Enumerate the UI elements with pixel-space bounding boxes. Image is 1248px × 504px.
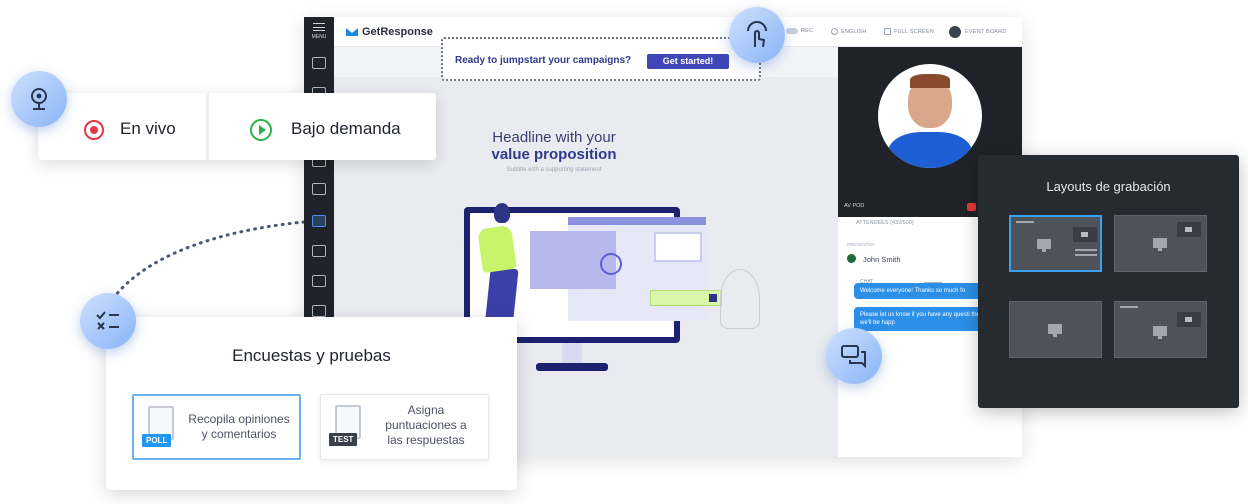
poll-tool-icon[interactable] bbox=[312, 215, 326, 227]
illustration-card bbox=[654, 232, 702, 262]
rec-label: REC bbox=[801, 28, 814, 34]
subtitle: Subtitle with a supporting statement bbox=[506, 167, 602, 173]
person-body bbox=[477, 224, 517, 274]
person-head bbox=[494, 203, 510, 223]
hamburger-icon bbox=[313, 23, 325, 31]
play-icon bbox=[250, 119, 272, 141]
on-demand-label: Bajo demanda bbox=[291, 119, 401, 138]
screen-icon bbox=[1153, 238, 1167, 251]
headline: Headline with your value proposition bbox=[454, 129, 654, 163]
recording-layouts-title: Layouts de grabación bbox=[1046, 179, 1171, 194]
presenter-avatar bbox=[847, 254, 856, 263]
broadcast-icon[interactable] bbox=[312, 305, 326, 317]
menu-button[interactable]: MENU bbox=[304, 23, 334, 40]
get-started-button[interactable]: Get started! bbox=[647, 54, 729, 69]
logo-text: GetResponse bbox=[362, 26, 433, 38]
poll-text-line2: y comentarios bbox=[201, 427, 277, 441]
poll-text-line1: Recopila opiniones bbox=[188, 412, 290, 426]
touch-badge bbox=[729, 7, 785, 63]
checklist-icon bbox=[96, 311, 119, 330]
camera-icon bbox=[1073, 227, 1097, 242]
fullscreen-button[interactable]: FULL SCREEN bbox=[884, 28, 934, 35]
chat-label[interactable]: CHAT bbox=[860, 279, 874, 285]
poll-tag: POLL bbox=[142, 434, 172, 447]
rec-toggle[interactable]: REC bbox=[786, 28, 813, 34]
layout-option-full[interactable] bbox=[1114, 301, 1207, 358]
video-icon[interactable] bbox=[312, 57, 326, 69]
divider bbox=[206, 93, 209, 160]
broadcast-mode-card: En vivo Bajo demanda bbox=[38, 93, 436, 160]
illustration-green-card bbox=[650, 290, 722, 306]
language-label: ENGLISH bbox=[841, 28, 867, 35]
layout-option-presentation-cam-corner[interactable] bbox=[1114, 215, 1207, 272]
presenter-photo bbox=[878, 64, 982, 168]
polls-title: Encuestas y pruebas bbox=[232, 346, 391, 365]
headline-line1: Headline with your bbox=[492, 129, 616, 146]
event-board-button[interactable]: EVENT BOARD bbox=[949, 26, 1007, 38]
headline-line2: value proposition bbox=[491, 146, 617, 163]
avatar bbox=[949, 26, 961, 38]
screen-icon bbox=[1048, 324, 1062, 337]
test-tag: TEST bbox=[329, 433, 358, 446]
monitor-base bbox=[536, 363, 608, 371]
menu-label: MENU bbox=[311, 34, 327, 40]
test-option[interactable]: TEST Asigna puntuaciones a las respuesta… bbox=[320, 394, 489, 460]
screen-icon bbox=[1037, 239, 1051, 252]
attendees-count[interactable]: ATTENDEES (432/500) bbox=[856, 220, 914, 226]
banner-text: Ready to jumpstart your campaigns? bbox=[455, 55, 632, 66]
fullscreen-icon bbox=[884, 28, 891, 35]
test-text-line2: puntuaciones a bbox=[385, 418, 467, 432]
test-text-line3: las respuestas bbox=[387, 433, 465, 447]
language-selector[interactable]: ENGLISH bbox=[831, 28, 867, 35]
layout-option-presentation-camera[interactable] bbox=[1009, 215, 1102, 272]
globe-small-icon bbox=[831, 28, 838, 35]
webcam-icon bbox=[31, 88, 47, 110]
monitor-stand bbox=[562, 343, 582, 367]
record-icon[interactable] bbox=[967, 203, 976, 211]
av-pod-label: AV POD bbox=[844, 203, 865, 209]
poll-option[interactable]: POLL Recopila opiniones y comentarios bbox=[132, 394, 301, 460]
live-record-icon bbox=[84, 120, 104, 140]
toggle-icon bbox=[786, 28, 798, 34]
chat-badge bbox=[826, 328, 882, 384]
play-video-icon[interactable] bbox=[312, 183, 326, 195]
getresponse-logo: GetResponse bbox=[346, 26, 433, 38]
webcam-badge bbox=[11, 71, 67, 127]
test-text-line1: Asigna bbox=[407, 403, 445, 417]
fullscreen-label: FULL SCREEN bbox=[894, 28, 934, 35]
live-label: En vivo bbox=[120, 119, 176, 138]
recording-layouts-card: Layouts de grabación bbox=[978, 155, 1239, 408]
screen-icon bbox=[1153, 326, 1167, 339]
layout-option-presentation-only[interactable] bbox=[1009, 301, 1102, 358]
presenters-label: PRESENTER bbox=[847, 242, 875, 247]
cta-banner: Ready to jumpstart your campaigns? Get s… bbox=[441, 37, 761, 81]
chat-bubbles-icon bbox=[841, 345, 866, 369]
illustration-circle bbox=[600, 253, 622, 275]
poll-badge bbox=[80, 293, 136, 349]
plant-illustration bbox=[720, 269, 760, 329]
polls-card: Encuestas y pruebas POLL Recopila opinio… bbox=[106, 317, 517, 490]
camera-icon bbox=[1177, 312, 1201, 327]
envelope-icon bbox=[346, 28, 358, 36]
megaphone-icon[interactable] bbox=[312, 245, 326, 257]
touch-gesture-icon bbox=[747, 21, 767, 48]
trophy-icon[interactable] bbox=[312, 275, 326, 287]
chat-divider bbox=[924, 282, 942, 284]
presenter-name: John Smith bbox=[863, 255, 901, 264]
event-board-label: EVENT BOARD bbox=[965, 29, 1007, 35]
camera-icon bbox=[1177, 222, 1201, 237]
